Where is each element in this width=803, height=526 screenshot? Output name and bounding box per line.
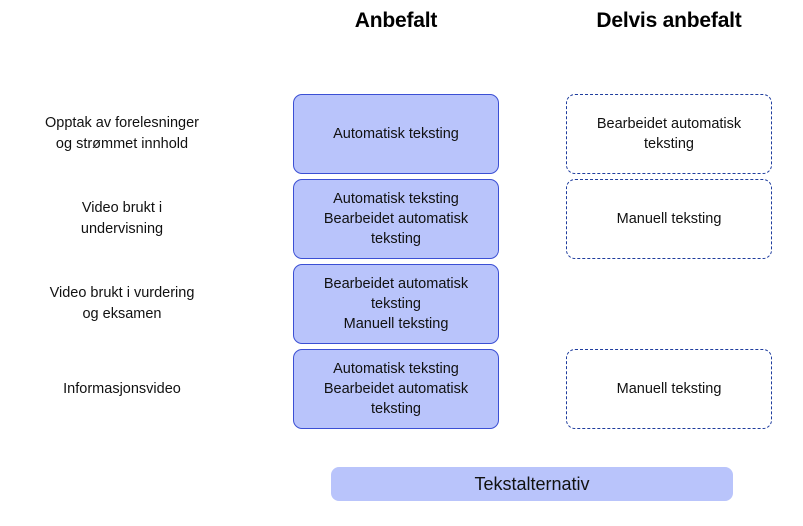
row-label-line: Informasjonsvideo [63, 380, 181, 397]
matrix-row: Video brukt i vurdering og eksamen Bearb… [0, 264, 803, 344]
cell-option: Manuell teksting [343, 316, 449, 332]
cell-partially-recommended-empty [566, 264, 772, 344]
cell-recommended: Automatisk teksting Bearbeidet automatis… [293, 349, 499, 429]
cell-option: Manuell teksting [616, 211, 722, 227]
column-header-recommended: Anbefalt [354, 9, 438, 32]
cell-recommended: Automatisk teksting [293, 94, 499, 174]
column-headers: Anbefalt Delvis anbefalt [0, 6, 803, 40]
row-label: Opptak av forelesninger og strømmet innh… [12, 94, 232, 174]
cell-recommended: Automatisk teksting Bearbeidet automatis… [293, 179, 499, 259]
cell-option: Bearbeidet automatisk teksting [323, 381, 469, 417]
matrix-row: Informasjonsvideo Automatisk teksting Be… [0, 349, 803, 429]
row-label-line: Video brukt i vurdering [49, 285, 195, 301]
cell-option: Bearbeidet automatisk teksting [323, 276, 469, 312]
cell-partially-recommended: Manuell teksting [566, 179, 772, 259]
cell-option: Automatisk teksting [333, 126, 459, 142]
cell-partially-recommended: Bearbeidet automatisk teksting [566, 94, 772, 174]
row-label-line: undervisning [80, 221, 164, 237]
cell-recommended: Bearbeidet automatisk teksting Manuell t… [293, 264, 499, 344]
footer-bar-label: Tekstalternativ [474, 473, 590, 494]
cell-option: Manuell teksting [616, 381, 722, 397]
matrix-row: Video brukt i undervisning Automatisk te… [0, 179, 803, 259]
footer-bar-text-alternative: Tekstalternativ [331, 467, 733, 501]
matrix-row: Opptak av forelesninger og strømmet innh… [0, 94, 803, 174]
column-header-partially-recommended: Delvis anbefalt [596, 9, 742, 32]
cell-option: Bearbeidet automatisk teksting [323, 211, 469, 247]
row-label: Video brukt i vurdering og eksamen [12, 264, 232, 344]
row-label-line: Video brukt i [81, 200, 163, 216]
row-label: Video brukt i undervisning [12, 179, 232, 259]
cell-partially-recommended: Manuell teksting [566, 349, 772, 429]
cell-option: Bearbeidet automatisk teksting [596, 116, 742, 152]
cell-option: Automatisk teksting [333, 191, 459, 207]
row-label-line: Opptak av forelesninger [45, 115, 199, 131]
row-label: Informasjonsvideo [12, 349, 232, 429]
cell-option: Automatisk teksting [333, 361, 459, 377]
row-label-line: og eksamen [82, 306, 162, 322]
row-label-line: og strømmet innhold [55, 136, 189, 152]
